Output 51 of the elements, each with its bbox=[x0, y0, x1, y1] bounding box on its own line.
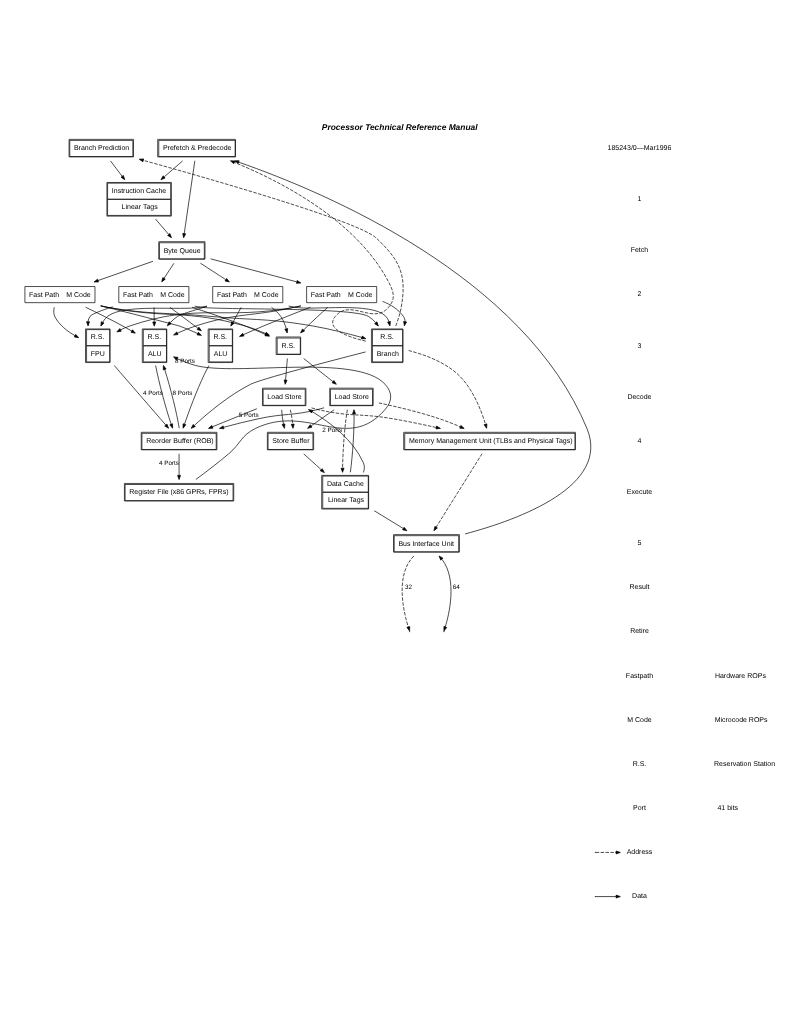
arrow bbox=[300, 306, 329, 333]
arrow bbox=[182, 159, 196, 238]
arrow bbox=[86, 305, 114, 326]
arrow bbox=[110, 159, 126, 179]
arrow bbox=[401, 554, 415, 631]
arrow bbox=[53, 305, 80, 337]
arrow bbox=[350, 408, 356, 472]
arrow bbox=[219, 406, 325, 429]
arrow bbox=[190, 350, 366, 428]
arrow bbox=[138, 157, 404, 326]
arrow bbox=[100, 304, 202, 335]
arrow bbox=[152, 306, 157, 326]
arrow bbox=[100, 304, 208, 326]
arrow bbox=[281, 408, 286, 428]
arrow bbox=[169, 306, 202, 331]
arrow bbox=[161, 261, 175, 282]
arrow bbox=[155, 217, 172, 238]
arrow bbox=[162, 364, 180, 428]
arrow bbox=[289, 408, 295, 428]
arrow bbox=[288, 304, 391, 326]
arrow bbox=[182, 364, 210, 428]
arrow bbox=[173, 355, 392, 479]
arrow bbox=[210, 257, 302, 283]
arrow bbox=[340, 408, 348, 472]
arrow bbox=[303, 357, 337, 384]
arrow bbox=[113, 364, 169, 428]
arrow bbox=[230, 159, 394, 341]
arrow bbox=[116, 304, 302, 332]
arrow bbox=[177, 452, 181, 479]
arrow bbox=[311, 406, 441, 429]
arrow bbox=[378, 401, 465, 428]
arrow bbox=[283, 357, 288, 384]
arrow bbox=[230, 306, 242, 326]
arrow bbox=[208, 407, 258, 428]
arrow bbox=[307, 408, 335, 428]
arrow bbox=[408, 349, 488, 428]
arrow bbox=[234, 159, 591, 534]
arrow bbox=[438, 554, 452, 631]
arrow bbox=[166, 305, 208, 326]
arrow bbox=[93, 259, 154, 282]
arrow bbox=[373, 509, 408, 531]
arrow bbox=[155, 364, 173, 428]
arrow bbox=[433, 452, 483, 531]
arrow bbox=[308, 408, 365, 472]
arrow bbox=[160, 159, 184, 179]
arrow bbox=[303, 452, 325, 472]
arrow bbox=[200, 261, 230, 282]
arrow bbox=[85, 305, 136, 333]
arrow bbox=[194, 304, 379, 326]
arrow bbox=[382, 300, 407, 326]
arrow bbox=[271, 306, 289, 333]
